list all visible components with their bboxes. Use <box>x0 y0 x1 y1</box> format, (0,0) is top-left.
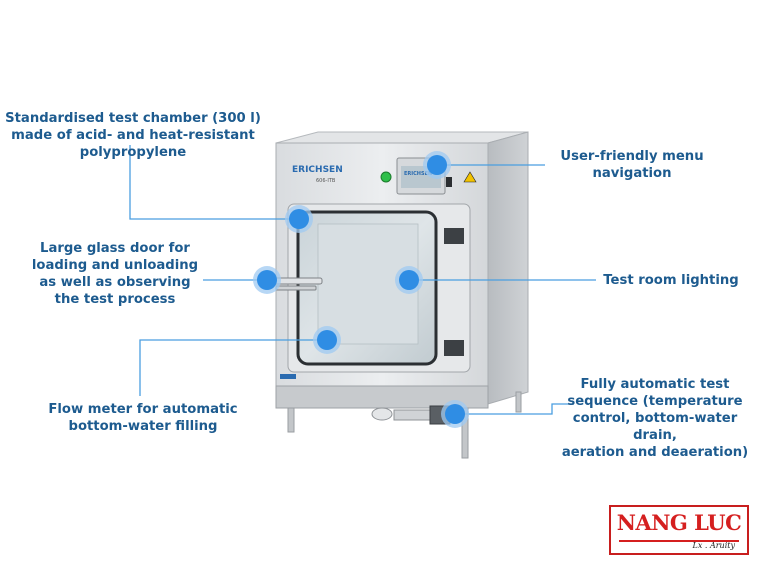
drain-pipe <box>393 409 435 421</box>
cabinet-leg-front-left <box>287 407 295 433</box>
callout-line: Standardised test chamber (300 l) <box>5 111 261 126</box>
callout-door: Large glass door for loading and unloadi… <box>22 240 208 308</box>
door-handle-grip <box>275 285 317 291</box>
callout-line: polypropylene <box>79 145 187 160</box>
callout-line: loading and unloading <box>31 258 199 273</box>
panel-brand: ERICHSEN <box>404 171 432 177</box>
logo-sub-text: Lx . Aruity <box>692 541 736 550</box>
leader-lines <box>129 145 596 415</box>
logo-underline <box>619 540 739 542</box>
callout-chamber: Standardised test chamber (300 l) made o… <box>2 110 264 161</box>
marker-chamber <box>285 205 313 233</box>
callout-line: Test room lighting <box>603 273 739 288</box>
callout-line: made of acid- and heat-resistant <box>11 128 255 143</box>
marker-flow <box>313 326 341 354</box>
cabinet-leg-back-right <box>515 391 522 413</box>
warning-label <box>463 171 477 183</box>
marker-lighting <box>395 266 423 294</box>
callout-lighting: Test room lighting <box>596 272 746 289</box>
callout-line: as well as observing <box>39 275 191 290</box>
drain-fitting <box>371 407 393 421</box>
nang-luc-logo: NANG LUC Lx . Aruity <box>609 505 749 555</box>
callout-line: Large glass door for <box>40 241 190 256</box>
callout-line: Fully automatic test <box>580 377 730 392</box>
callout-line: sequence (temperature <box>567 394 743 409</box>
logo-main-text: NANG LUC <box>616 510 742 535</box>
callout-line: the test process <box>54 292 176 307</box>
callout-markers <box>253 151 469 428</box>
leader-sequence <box>455 403 574 415</box>
cabinet-side <box>487 131 529 405</box>
model-name: 606-ITB <box>316 178 336 184</box>
door-hinge-top <box>444 228 464 244</box>
cabinet-top <box>275 131 529 144</box>
power-indicator <box>380 171 392 183</box>
leader-flow <box>139 339 327 396</box>
callout-line: control, bottom-water drain, <box>572 411 738 443</box>
brand-name: ERICHSEN <box>292 165 343 175</box>
callout-flow: Flow meter for automatic bottom-water fi… <box>30 401 256 435</box>
callout-line: navigation <box>592 166 672 181</box>
callout-menu: User-friendly menu navigation <box>548 148 716 182</box>
leader-chamber <box>129 145 299 220</box>
callout-line: bottom-water filling <box>68 419 218 434</box>
marker-sequence <box>441 400 469 428</box>
door-hinge-bottom <box>444 340 464 356</box>
control-switch <box>446 177 452 187</box>
callout-sequence: Fully automatic test sequence (temperatu… <box>550 376 760 461</box>
marker-door <box>253 266 281 294</box>
front-badge <box>280 374 296 379</box>
test-cabinet-illustration: ERICHSEN 606-ITB ERICHSEN <box>265 131 529 459</box>
marker-menu <box>423 151 451 179</box>
callout-line: aeration and deaeration) <box>561 445 749 460</box>
callout-line: Flow meter for automatic <box>48 402 238 417</box>
callout-line: User-friendly menu <box>560 149 704 164</box>
